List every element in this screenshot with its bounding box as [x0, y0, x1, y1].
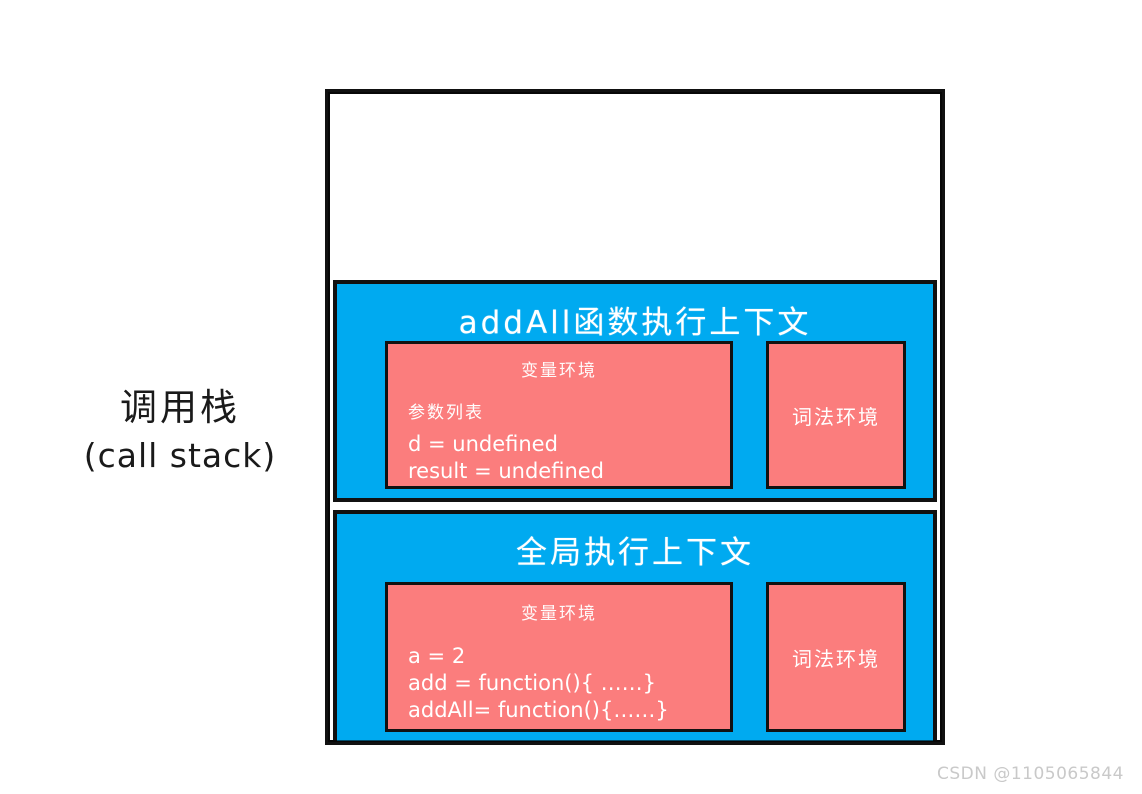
- variable-environment-global: 变量环境 a = 2 add = function(){ ……} addAll=…: [385, 582, 733, 732]
- watermark: CSDN @1105065844: [936, 764, 1124, 784]
- variable-environment-global-lines: a = 2 add = function(){ ……} addAll= func…: [408, 643, 720, 724]
- lexical-environment-addall-label: 词法环境: [792, 404, 880, 429]
- variable-environment-addall-line-1: d = undefined: [408, 432, 558, 456]
- variable-environment-global-line-0: a = 2: [408, 644, 466, 668]
- execution-context-global-title: 全局执行上下文: [516, 535, 754, 571]
- lexical-environment-global-label: 词法环境: [792, 646, 880, 671]
- lexical-environment-global: 词法环境: [766, 582, 906, 732]
- execution-context-global: 全局执行上下文 变量环境 a = 2 add = function(){ ……}…: [333, 510, 937, 745]
- variable-environment-global-heading: 变量环境: [521, 604, 597, 624]
- variable-environment-addall-lines: 参数列表 d = undefined result = undefined: [408, 400, 720, 485]
- call-stack-empty-space: [330, 94, 940, 280]
- call-stack-frame: addAll函数执行上下文 变量环境 参数列表 d = undefined re…: [325, 89, 945, 745]
- variable-environment-addall-line-2: result = undefined: [408, 459, 605, 483]
- execution-context-global-body: 变量环境 a = 2 add = function(){ ……} addAll=…: [337, 582, 933, 732]
- variable-environment-addall-line-0: 参数列表: [408, 403, 484, 423]
- lexical-environment-addall: 词法环境: [766, 341, 906, 489]
- variable-environment-global-line-2: addAll= function(){……}: [408, 698, 669, 722]
- call-stack-caption-cn: 调用栈: [120, 386, 240, 429]
- call-stack-caption-en: (call stack): [83, 436, 277, 476]
- execution-context-addall-title: addAll函数执行上下文: [458, 305, 812, 341]
- variable-environment-global-line-1: add = function(){ ……}: [408, 671, 657, 695]
- execution-context-addall: addAll函数执行上下文 变量环境 参数列表 d = undefined re…: [333, 280, 937, 502]
- call-stack-caption: 调用栈 (call stack): [60, 385, 300, 477]
- variable-environment-addall: 变量环境 参数列表 d = undefined result = undefin…: [385, 341, 733, 489]
- execution-context-addall-body: 变量环境 参数列表 d = undefined result = undefin…: [337, 341, 933, 489]
- variable-environment-addall-heading: 变量环境: [521, 361, 597, 381]
